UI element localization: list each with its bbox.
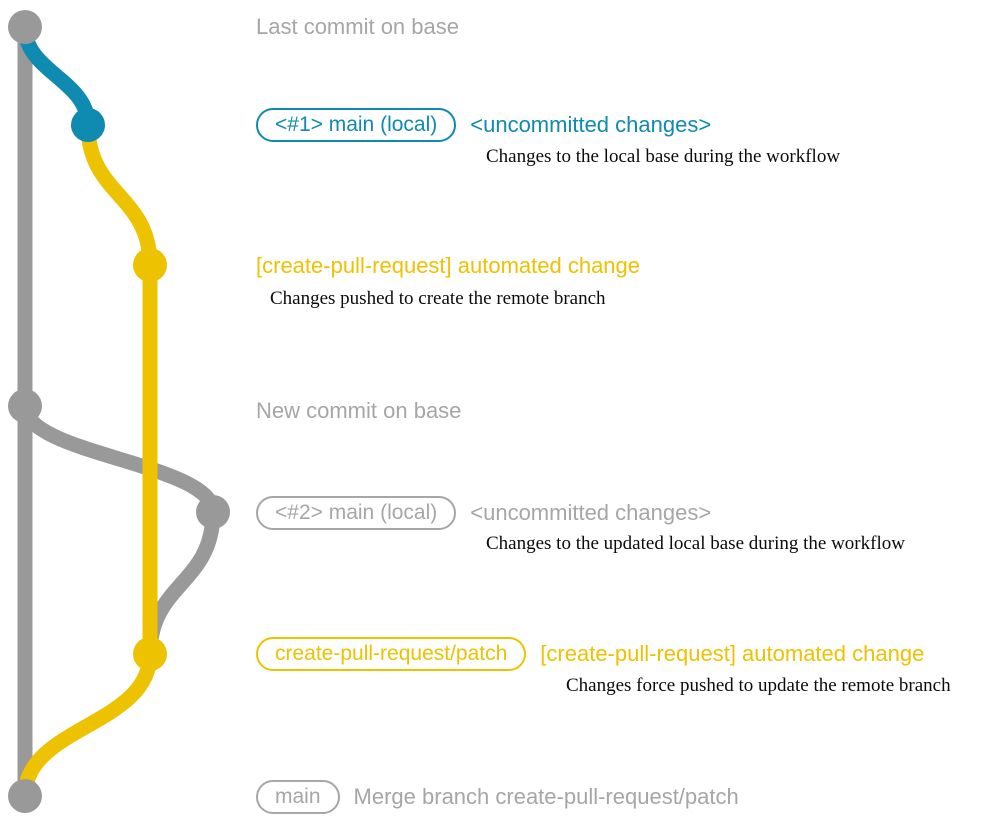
commit-headline-automated-1: [create-pull-request] automated change <box>256 253 641 278</box>
commit-dot-last-base[interactable] <box>8 10 42 44</box>
commit-row-local-2: <#2> main (local) <uncommitted changes> <box>256 496 711 530</box>
edge-patch-to-merge <box>17 646 158 804</box>
ref-badge-create-pull-request-patch[interactable]: create-pull-request/patch <box>256 637 527 671</box>
commit-row-automated-2: create-pull-request/patch [create-pull-r… <box>256 637 924 671</box>
commit-row-local-1: <#1> main (local) <uncommitted changes> <box>256 108 711 142</box>
edge-base-to-local1 <box>17 19 96 133</box>
edge-local2-to-patch2 <box>142 504 221 662</box>
commit-subject-automated-2: [create-pull-request] automated change <box>540 641 925 666</box>
commit-subject-local-2: <uncommitted changes> <box>470 500 712 525</box>
ref-badge-main-local-2[interactable]: <#2> main (local) <box>256 496 457 530</box>
commit-row-merge: main Merge branch create-pull-request/pa… <box>256 780 739 814</box>
commit-subject-local-1: <uncommitted changes> <box>470 112 712 137</box>
commit-note-automated-2: Changes force pushed to update the remot… <box>566 675 951 696</box>
commit-dot-merge[interactable] <box>8 779 42 813</box>
commit-headline-new-base: New commit on base <box>256 398 462 423</box>
commit-dot-automated-1[interactable] <box>133 248 167 282</box>
commit-dot-local-1[interactable] <box>71 108 105 142</box>
commit-note-local-2: Changes to the updated local base during… <box>486 533 905 554</box>
commit-note-automated-1: Changes pushed to create the remote bran… <box>270 288 606 309</box>
edge-base2-to-local2 <box>17 398 221 520</box>
commit-headline-last-base: Last commit on base <box>256 14 459 39</box>
commit-subject-merge: Merge branch create-pull-request/patch <box>353 784 739 809</box>
commit-dot-new-base[interactable] <box>8 389 42 423</box>
commit-note-local-1: Changes to the local base during the wor… <box>486 146 841 167</box>
ref-badge-main[interactable]: main <box>256 780 340 814</box>
edge-local1-to-patch1 <box>80 117 158 273</box>
commit-dot-local-2[interactable] <box>196 495 230 529</box>
ref-badge-main-local-1[interactable]: <#1> main (local) <box>256 108 457 142</box>
commit-dot-automated-2[interactable] <box>133 637 167 671</box>
